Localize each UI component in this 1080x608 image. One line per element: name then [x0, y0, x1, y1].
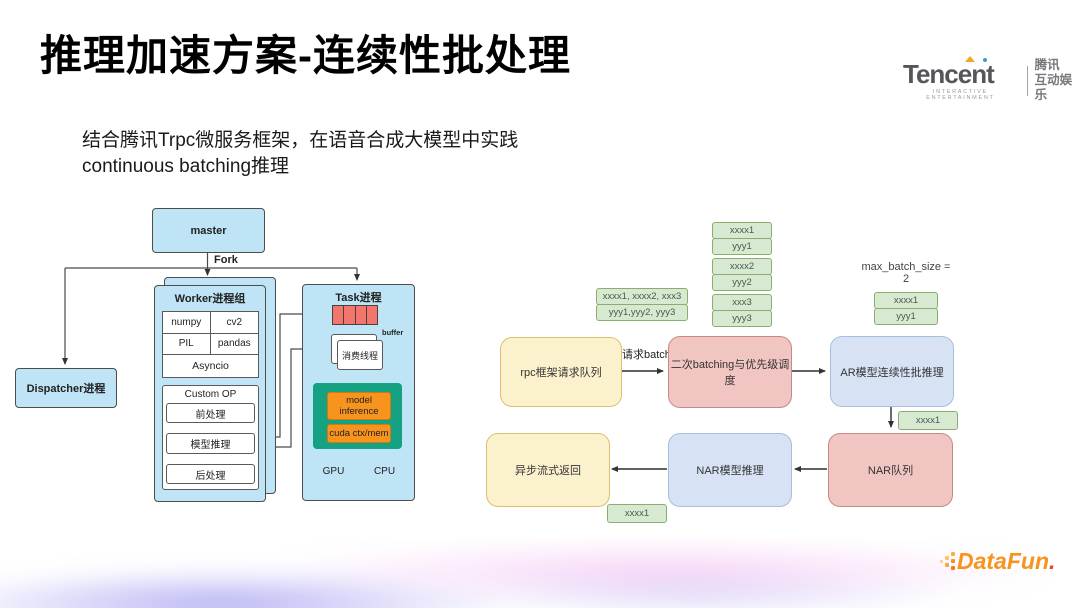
tencent-cn-line1: 腾讯 [1034, 58, 1060, 72]
lib-pil: PIL [163, 333, 211, 355]
tencent-cn-line2: 互动娱乐 [1034, 73, 1073, 102]
request-tag: yyy2 [712, 274, 772, 291]
request-tag: yyy3 [712, 310, 772, 327]
swoosh-violet-blob [420, 572, 980, 608]
tencent-wordmark: Tencent INTERACTIVE ENTERTAINMENT [903, 55, 1018, 101]
merged-tag: xxxx1, xxxx2, xxx3 [596, 288, 688, 305]
lib-pandas: pandas [210, 334, 258, 355]
buffer-label: buffer [382, 328, 404, 337]
consumer-thread-box: 消费线程 [337, 340, 383, 370]
final-output-tag: xxxx1 [607, 504, 667, 523]
datafun-text: DataFun [957, 548, 1049, 574]
rpc-queue-box: rpc框架请求队列 [500, 337, 622, 407]
request-tag: yyy1 [712, 238, 772, 255]
tencent-name: Tencent [903, 55, 1018, 89]
custom-op-label: Custom OP [184, 389, 237, 400]
task-process-title: Task进程 [335, 291, 382, 304]
batch-tag: xxxx1 [874, 292, 938, 309]
lib-cv2: cv2 [210, 312, 258, 334]
tencent-divider [1026, 65, 1028, 96]
datafun-dot: . [1049, 548, 1056, 574]
page-title: 推理加速方案-连续性批处理 [40, 32, 571, 79]
tencent-caret-icon [965, 55, 975, 62]
preprocess-box: 前处理 [166, 403, 255, 423]
async-return-box: 异步流式返回 [486, 433, 610, 507]
gpu-label: GPU [322, 465, 345, 477]
tencent-name-text: Tencent [903, 58, 995, 89]
worker-libs-grid: numpy cv2 PIL pandas Asyncio [162, 311, 259, 378]
subtitle-line2: continuous batching推理 [82, 156, 290, 177]
tencent-chinese: 腾讯 互动娱乐 [1035, 58, 1080, 103]
subtitle-line1: 结合腾讯Trpc微服务框架，在语音合成大模型中实践 [82, 130, 519, 151]
merged-tag: yyy1,yyy2, yyy3 [596, 304, 688, 321]
master-box: master [152, 208, 265, 253]
tencent-logo: Tencent INTERACTIVE ENTERTAINMENT 腾讯 互动娱… [903, 55, 1080, 103]
swoosh-pink-blob [260, 540, 1060, 602]
datafun-pixels-icon [940, 550, 956, 574]
batching-scheduler-box: 二次batching与优先级调度 [668, 336, 792, 408]
request-tag: xxx3 [712, 294, 772, 311]
worker-group-title: Worker进程组 [174, 293, 246, 305]
dispatcher-box: Dispatcher进程 [15, 368, 117, 408]
batch-tag: yyy1 [874, 308, 938, 325]
max-batch-note: max_batch_size = 2 [861, 261, 951, 285]
ar-output-tag: xxxx1 [898, 411, 958, 430]
nar-queue-box: NAR队列 [828, 433, 953, 507]
model-inference-line1: model [346, 394, 372, 406]
request-tag: xxxx1 [712, 222, 772, 239]
datafun-logo: DataFun. [940, 548, 1055, 575]
model-infer-box: 模型推理 [166, 433, 255, 454]
cuda-ctx-box: cuda ctx/mem [327, 424, 391, 443]
queue-cell [365, 305, 378, 325]
lib-asyncio: Asyncio [192, 359, 229, 372]
buffer-queue [332, 305, 378, 325]
cpu-label: CPU [373, 465, 396, 477]
tencent-dot-icon [983, 57, 987, 62]
request-batch-label: 请求batch [622, 349, 671, 361]
ar-model-box: AR模型连续性批推理 [830, 336, 954, 407]
model-inference-line2: inference [339, 406, 379, 417]
model-inference-box: model inference [327, 392, 391, 420]
nar-model-box: NAR模型推理 [668, 433, 792, 507]
fork-label: Fork [214, 254, 238, 266]
bottom-gradient-swoosh [0, 538, 1080, 608]
request-tag: xxxx2 [712, 258, 772, 275]
lib-numpy: numpy [163, 312, 211, 334]
subtitle: 结合腾讯Trpc微服务框架，在语音合成大模型中实践 continuous bat… [82, 128, 518, 180]
tencent-subtitle: INTERACTIVE ENTERTAINMENT [926, 88, 995, 101]
postprocess-box: 后处理 [166, 464, 255, 484]
